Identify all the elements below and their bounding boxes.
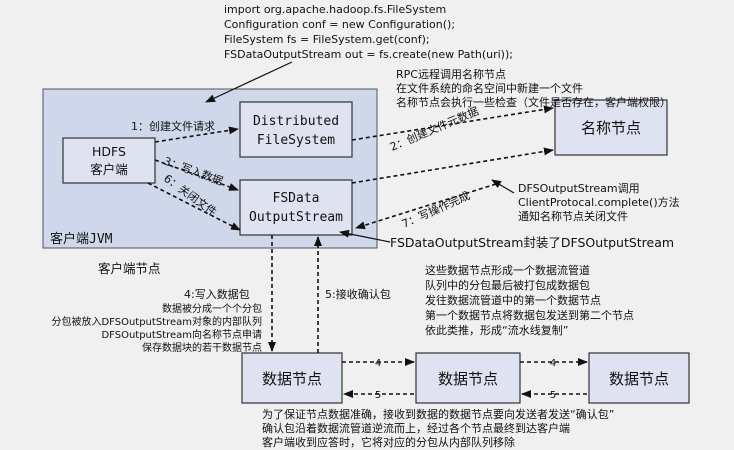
ack-note-line: 客户端收到应答时，它将对应的分包从内部队列移除 [262,435,515,449]
complete-note-line: DFSOutputStream调用 [518,182,640,195]
datanode-label: 数据节点 [262,370,322,388]
distributed-filesystem-box [239,101,353,158]
packet-note-line: DFSOutputStream向名称节点申请 [101,328,262,341]
datanode-box [415,352,521,404]
pipeline-forward-label: 4 [375,358,381,369]
datanode-box [588,352,690,404]
wraps-note-pointer [339,229,391,243]
code-snippet: import org.apache.hadoop.fs.FileSystem C… [224,3,513,61]
ack-note-line: 确认包沿着数据流管道逆流而上，经过各个节点最终到达客户端 [262,421,570,435]
packet-note-line: 数据被分成一个个分包 [162,302,262,315]
packet-note-line: 分包被放入DFSOutputStream对象的内部队列 [51,315,262,328]
distributed-filesystem-label: FileSystem [257,133,335,148]
create-request-label: 1：创建文件请求 [131,119,215,133]
ack-note: 为了保证节点数据准确，接收到数据的数据节点要向发送者发送“确认包” 确认包沿着数… [262,407,614,449]
code-line: import org.apache.hadoop.fs.FileSystem [224,3,446,16]
fsdata-outputstream-label: OutputStream [249,210,343,225]
pipeline-note-line: 队列中的分包最后被打包成数据包 [425,278,590,292]
code-line: FSDataOutputStream out = fs.create(new P… [224,48,513,61]
complete-note: DFSOutputStream调用 ClientProtocal.complet… [518,182,680,223]
pipeline-note-line: 发往数据流管道中的第一个数据节点 [425,293,601,307]
create-metadata-label: 2：创建文件元数据 [388,104,481,154]
code-line: FileSystem fs = FileSystem.get(conf); [224,33,430,46]
rpc-note-line: 在文件系统的命名空间中新建一个文件 [396,81,583,95]
rpc-note-line: RPC远程调用名称节点 [396,67,506,81]
client-jvm-label: 客户端JVM [50,231,113,247]
complete-note-line: 通知名称节点关闭文件 [518,209,628,223]
fsdata-to-namenode-arrow [351,147,554,184]
create-metadata-arrow [351,105,554,141]
hdfs-client-label: 客户端 [90,162,128,177]
wraps-note: FSDataOutputStream封装了DFSOutputStream [390,235,674,250]
pipeline-ack-label: 5 [550,390,556,401]
pipeline-note-line: 第一个数据节点将数据包发送到第二个节点 [425,308,634,322]
create-request-arrow [154,126,239,143]
distributed-filesystem-label: Distributed [253,114,339,129]
hdfs-client-box [62,137,156,184]
receive-ack-label: 5:接收确认包 [325,287,391,301]
datanode-label: 数据节点 [438,370,498,388]
write-complete-arrow [355,183,497,230]
namenode-label: 名称节点 [581,119,641,137]
client-node-label: 客户端节点 [98,261,161,276]
write-data-arrow [154,159,239,191]
write-packet-label: 4:写入数据包 [184,287,250,301]
code-pointer-arrow [205,61,293,103]
write-complete-label: 7：写操作完成 [400,188,472,230]
pipeline-forward-label: 4 [550,358,556,369]
pipeline-ack-label: 5 [375,390,381,401]
rpc-note-line: 名称节点会执行一些检查（文件是否存在，客户端权限） [396,95,671,109]
ack-note-line: 为了保证节点数据准确，接收到数据的数据节点要向发送者发送“确认包” [262,407,614,421]
code-line: Configuration conf = new Configuration()… [224,18,455,31]
pipeline-note-line: 依此类推，形成“流水线复制” [425,323,568,337]
namenode-box [554,99,668,156]
hdfs-client-label: HDFS [92,144,126,159]
complete-note-line: ClientProtocal.complete()方法 [518,195,680,209]
fsdata-outputstream-box [239,179,353,236]
complete-note-pointer [491,179,515,194]
datanode-box [241,352,343,404]
pipeline-note: 这些数据节点形成一个数据流管道 队列中的分包最后被打包成数据包 发往数据流管道中… [425,263,634,337]
close-file-arrow [147,182,241,231]
packet-note: 数据被分成一个个分包 分包被放入DFSOutputStream对象的内部队列 D… [51,302,262,354]
rpc-note: RPC远程调用名称节点 在文件系统的命名空间中新建一个文件 名称节点会执行一些检… [396,67,671,109]
fsdata-outputstream-label: FSData [273,191,320,206]
packet-note-line: 保存数据块的若干数据节点 [142,341,262,354]
datanode-label: 数据节点 [609,370,669,388]
pipeline-note-line: 这些数据节点形成一个数据流管道 [425,263,590,277]
